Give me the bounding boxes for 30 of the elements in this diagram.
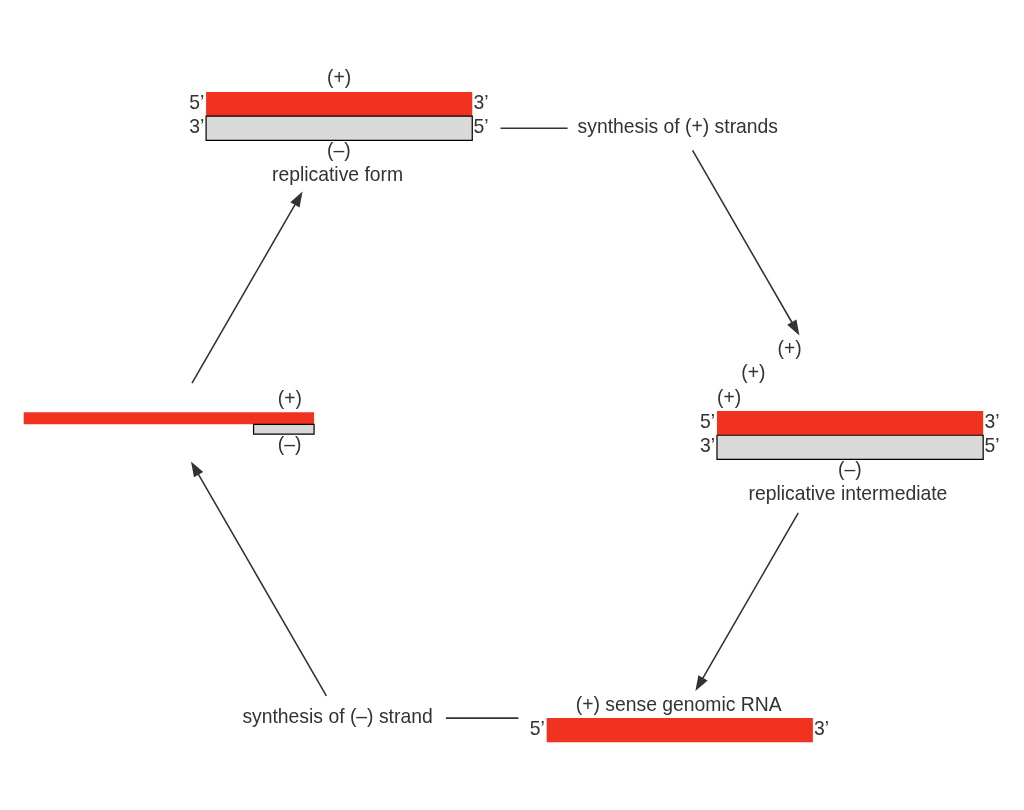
- arrow: [190, 191, 303, 384]
- arrow: [691, 149, 799, 336]
- arrow: [694, 512, 799, 692]
- connector: [499, 127, 568, 129]
- connector: [444, 717, 519, 719]
- node-label: 5’: [529, 716, 545, 739]
- node-label: (–): [277, 432, 301, 455]
- node-label: (+): [326, 66, 351, 89]
- node-label: (+): [776, 337, 802, 360]
- node-text: synthesis of (+) strands: [577, 114, 778, 137]
- node-label: (+): [277, 386, 302, 409]
- node-label: 5’: [472, 114, 489, 137]
- node-label: (+): [740, 361, 765, 384]
- node-label: (–): [326, 138, 351, 161]
- node-label: replicative intermediate: [747, 482, 947, 505]
- node-label: (+): [716, 385, 741, 408]
- node-label: 3’: [983, 409, 999, 432]
- node-label: 5’: [188, 90, 204, 113]
- node-label: 5’: [983, 433, 999, 456]
- node-label: (+) sense genomic RNA: [575, 692, 782, 715]
- node-label: 3’: [472, 90, 489, 113]
- node-text: synthesis of (–) strand: [241, 704, 433, 727]
- node-box: [546, 718, 813, 743]
- node-label: 5’: [699, 409, 715, 432]
- arrow: [190, 461, 327, 697]
- node-label: 3’: [699, 433, 715, 456]
- node-label: 3’: [188, 114, 204, 137]
- node-label: replicative form: [271, 163, 403, 186]
- node-label: (–): [837, 458, 862, 481]
- node-label: 3’: [813, 716, 829, 739]
